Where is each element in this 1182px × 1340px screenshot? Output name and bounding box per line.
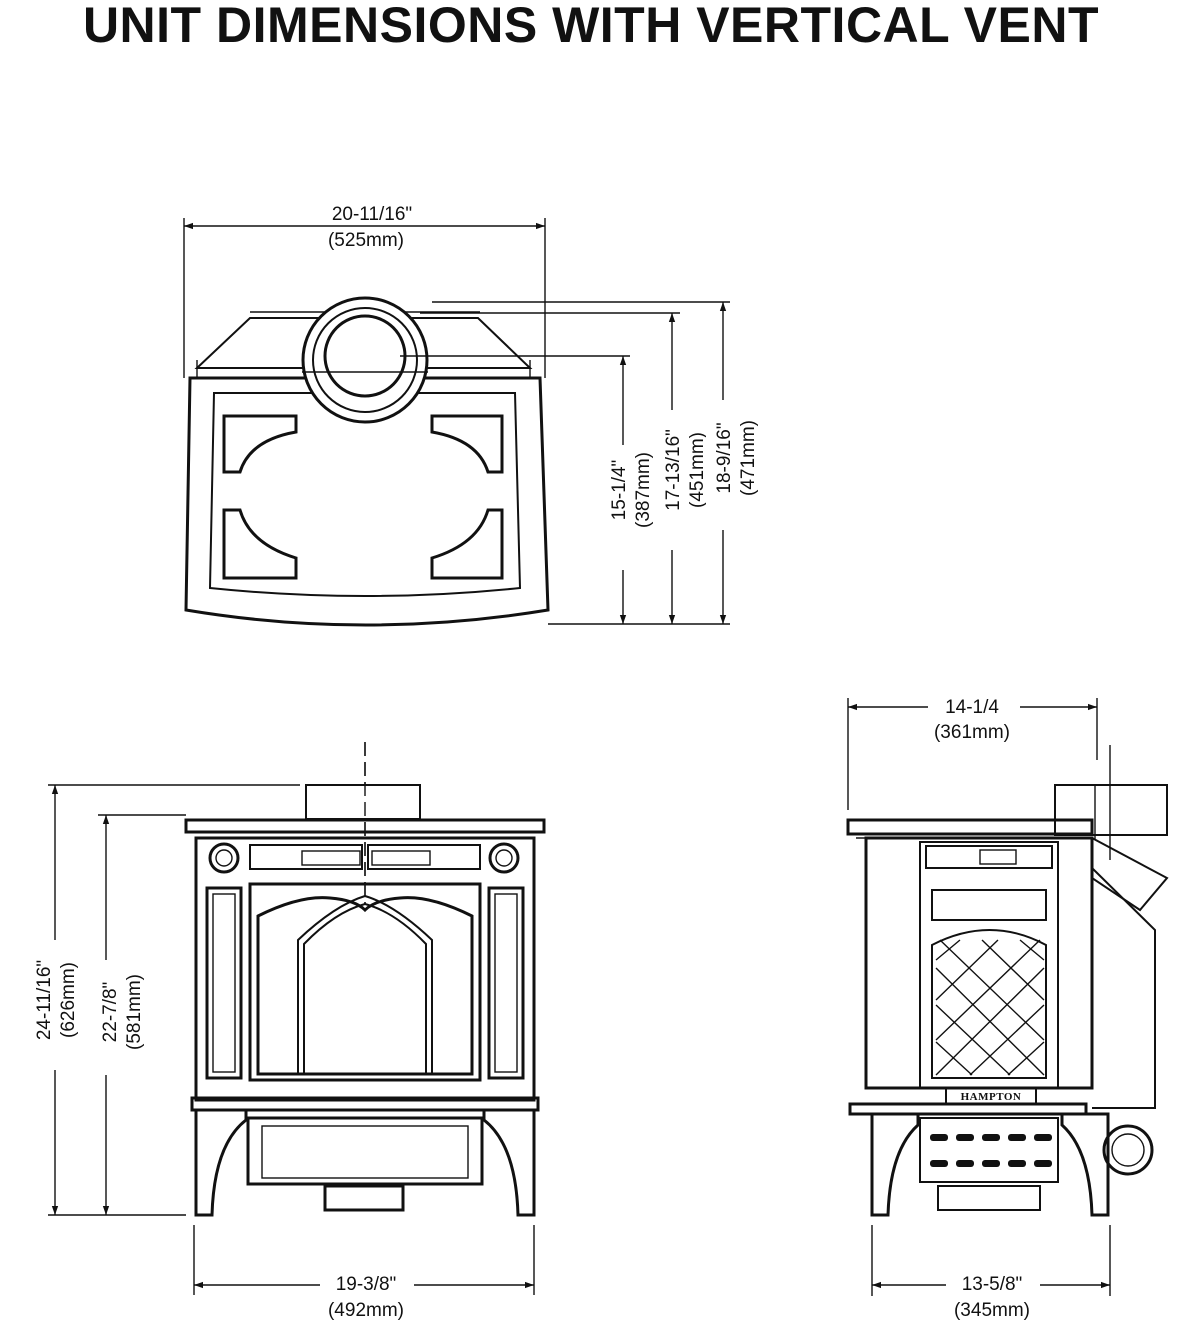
side-view: HAMPTON 14-1/4 (361mm) 13-5/8" [846,694,1169,1321]
side-flue [1054,784,1168,836]
page-title: UNIT DIMENSIONS WITH VERTICAL VENT [82,0,1100,53]
top-width-imperial: 20-11/16" [332,204,412,225]
side-left-leg [870,1112,920,1217]
depth-flue-center-metric: (387mm) [633,452,654,528]
leg-width-metric: (492mm) [328,1300,404,1321]
depth-flue-center-imperial: 15-1/4" [609,460,630,521]
right-knob [488,842,520,874]
front-flue [305,784,421,820]
front-body [194,836,536,1102]
corner-ornament-bottom-left [222,508,298,580]
top-height-metric: (581mm) [124,974,145,1050]
corner-ornament-bottom-right [430,508,504,580]
side-right-leg [1060,1112,1110,1217]
overall-depth-metric: (471mm) [738,420,759,496]
side-lattice [935,939,1045,1076]
top-view: 20-11/16" (525mm) 15-1/4" (387mm) 17-13/… [183,204,759,627]
gas-valve-box [919,1117,1059,1183]
corner-ornament-top-right [430,414,504,474]
front-top-plate [184,818,546,834]
corner-ornament-top-left [222,414,298,474]
side-base-width-metric: (345mm) [954,1300,1030,1321]
brand-badge: HAMPTON [961,1091,1022,1103]
side-top-width-metric: (361mm) [934,722,1010,743]
top-width-metric: (525mm) [328,230,404,251]
front-door [248,882,482,1082]
overall-height-metric: (626mm) [58,962,79,1038]
top-height-imperial: 22-7/8" [100,982,121,1043]
depth-flue-collar-metric: (451mm) [687,432,708,508]
side-lattice-panel [931,929,1047,1079]
side-base-width-imperial: 13-5/8" [962,1274,1023,1295]
front-right-leg [482,1108,536,1217]
front-view: 24-11/16" (626mm) 22-7/8" (581mm) 19-3/8… [34,742,546,1321]
depth-flue-collar-imperial: 17-13/16" [663,429,684,511]
flue-collar [301,296,429,424]
blower-icon [1102,1124,1154,1176]
top-view-body [184,376,550,627]
overall-depth-imperial: 18-9/16" [714,422,735,493]
top-view-inner-panel [208,392,522,597]
front-left-leg [194,1108,248,1217]
leg-width-imperial: 19-3/8" [336,1274,397,1295]
left-knob [208,842,240,874]
side-top-width-imperial: 14-1/4 [945,697,999,718]
overall-height-imperial: 24-11/16" [34,960,55,1040]
